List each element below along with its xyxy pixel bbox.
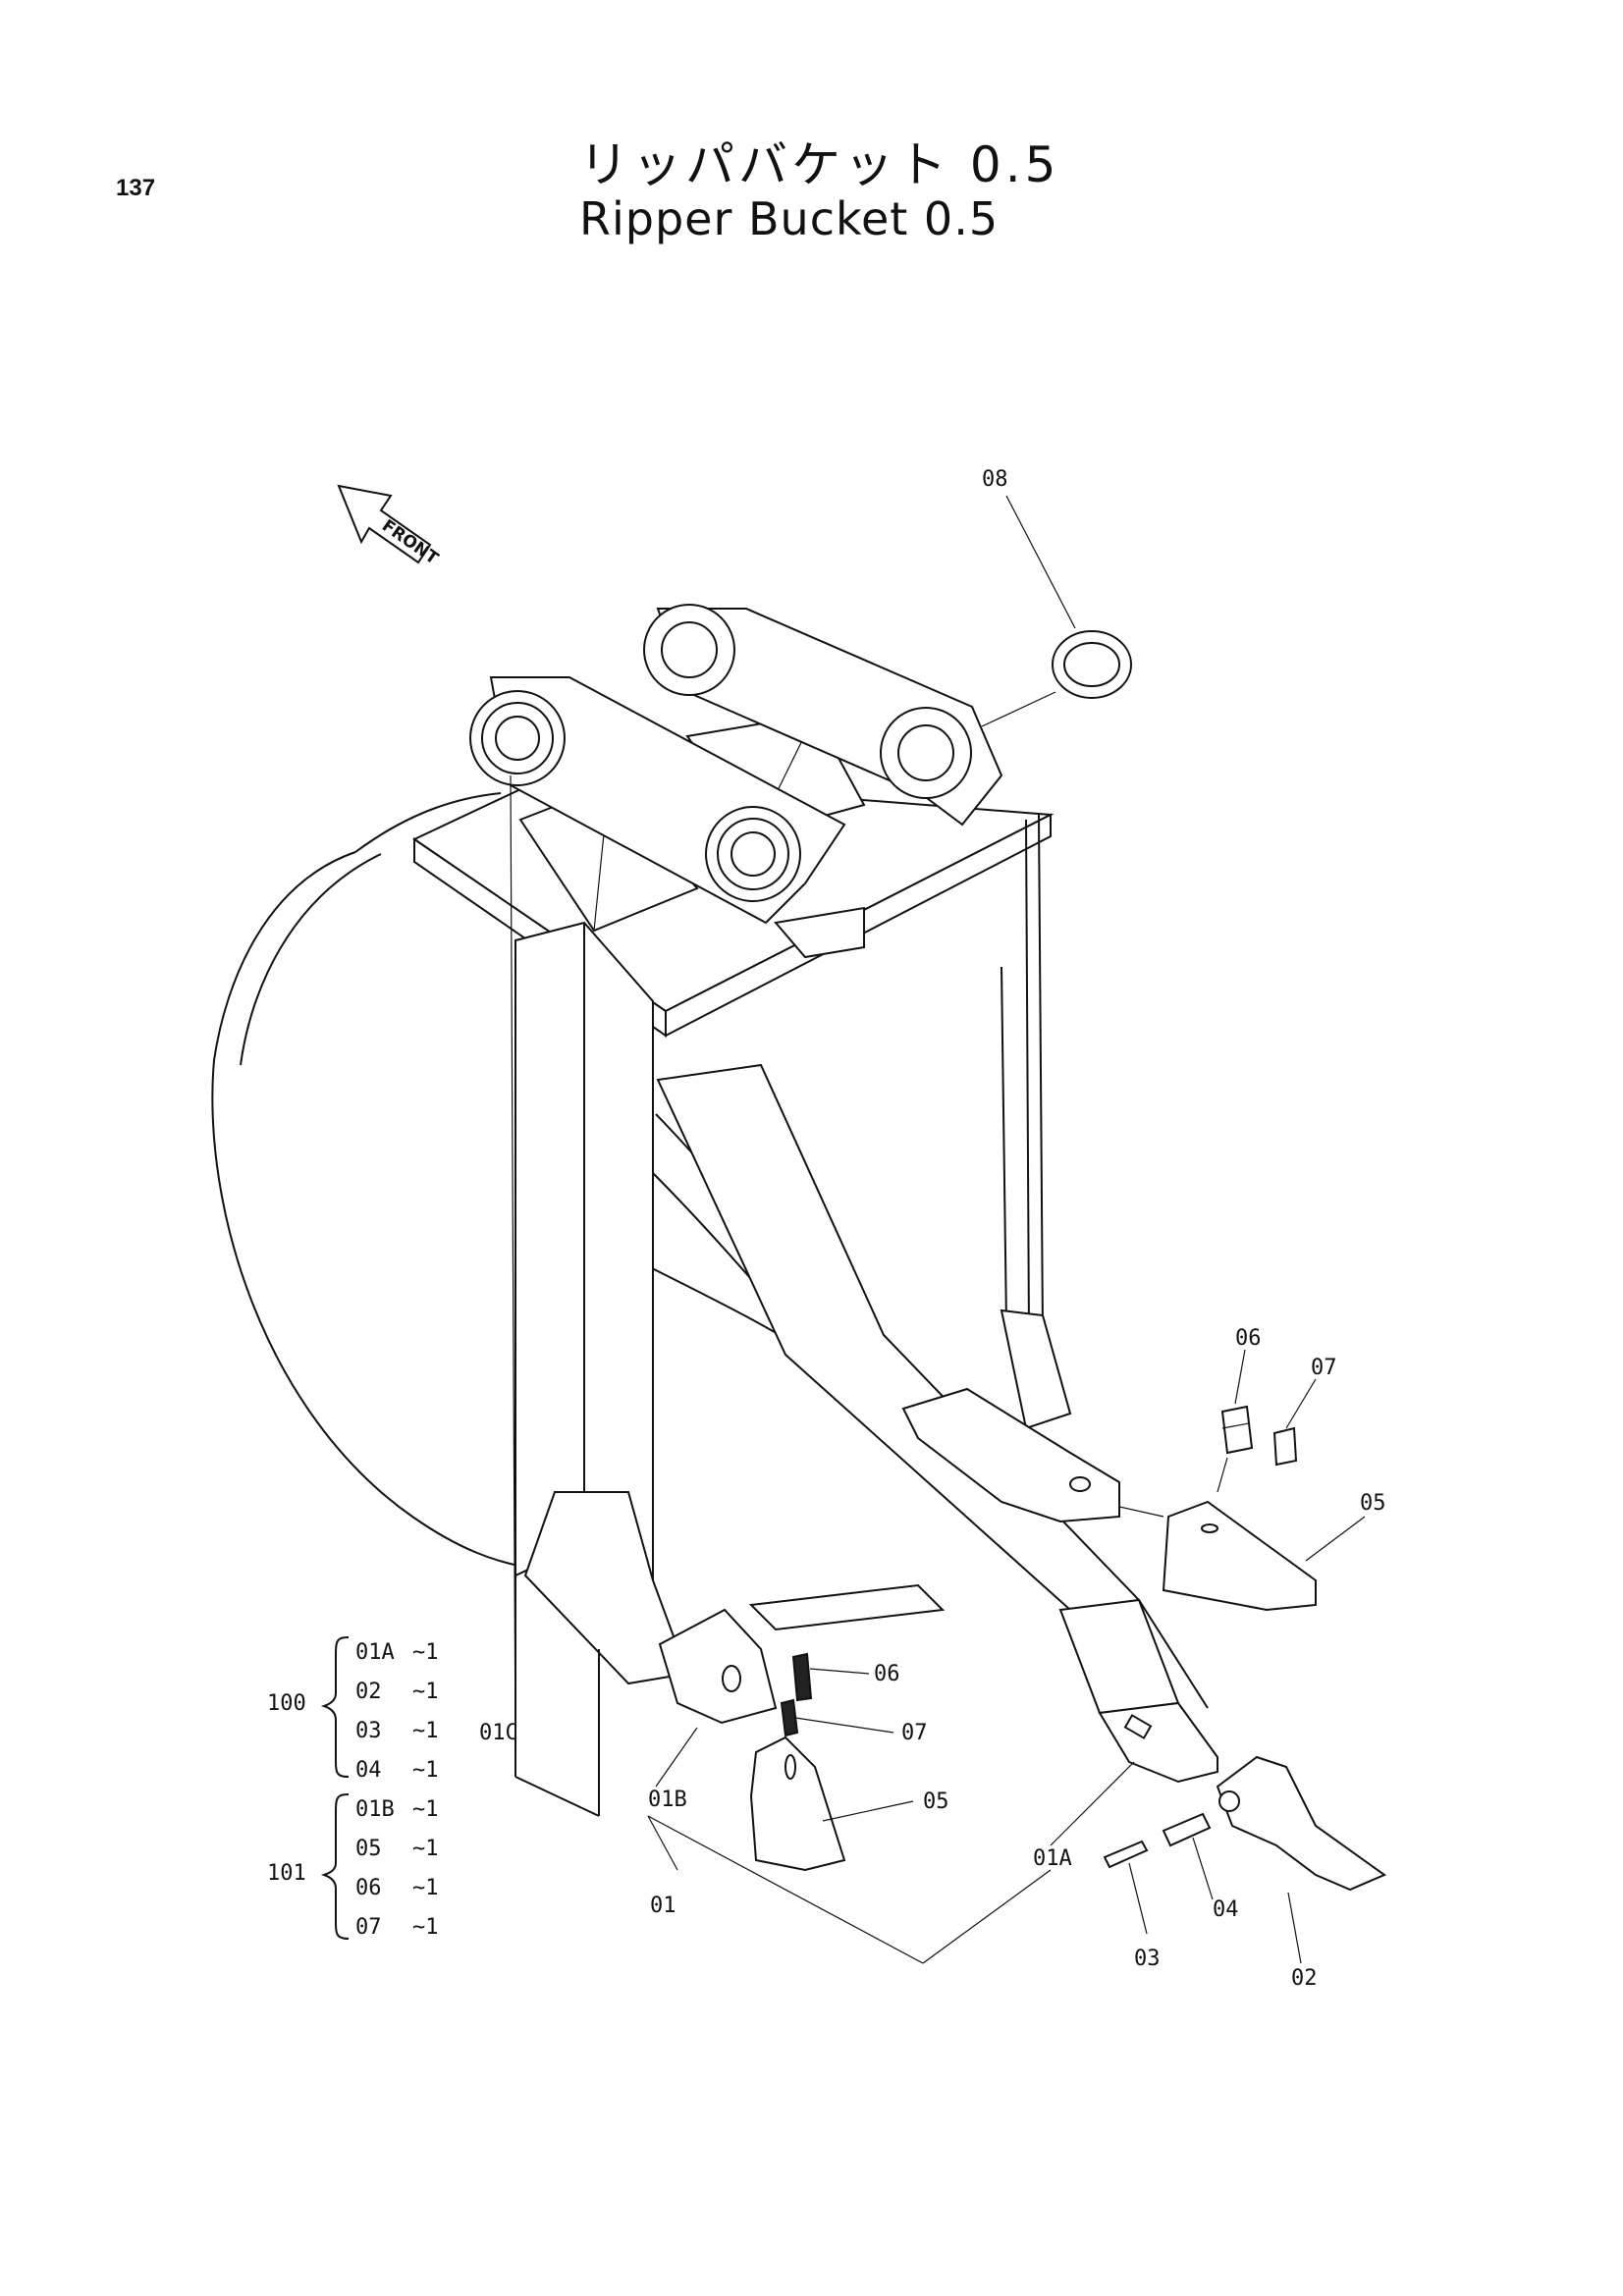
assembly-part: 05 xyxy=(355,1837,382,1861)
page-title-japanese: リッパバケット 0.5 xyxy=(579,136,1060,193)
side-shank-right xyxy=(1000,814,1072,1430)
assembly-qty: ~1 xyxy=(412,1680,439,1704)
adapter-right xyxy=(901,1387,1120,1523)
assembly-part: 01A xyxy=(355,1640,395,1665)
bushing-08 xyxy=(1052,630,1132,699)
lock-07-right xyxy=(1272,1426,1298,1467)
pin-06-right xyxy=(1220,1405,1254,1455)
assembly-part: 06 xyxy=(355,1876,382,1900)
callout-07-right: 07 xyxy=(1311,1356,1337,1380)
callout-04: 04 xyxy=(1213,1897,1239,1922)
side-shank-left xyxy=(514,921,689,1685)
tooth-05-right xyxy=(1162,1500,1317,1612)
assembly-qty: ~1 xyxy=(412,1915,439,1940)
assembly-qty: ~1 xyxy=(412,1837,439,1861)
assembly-part: 01B xyxy=(355,1797,395,1822)
right-mounting-bracket xyxy=(643,604,1003,827)
retainer-04 xyxy=(1162,1812,1212,1847)
callout-06-left: 06 xyxy=(874,1662,900,1686)
front-arrow-label: FRONT xyxy=(378,516,442,569)
callout-01c: 01C xyxy=(479,1721,518,1745)
callout-07-left: 07 xyxy=(901,1721,928,1745)
assembly-qty: ~1 xyxy=(412,1797,439,1822)
lock-07-left xyxy=(780,1698,799,1737)
assembly-number: 100 xyxy=(267,1691,306,1716)
pin-06-left xyxy=(791,1652,813,1702)
page-number: 137 xyxy=(116,175,156,201)
assembly-part: 03 xyxy=(355,1719,382,1743)
assembly-part: 04 xyxy=(355,1758,382,1783)
tooth-02 xyxy=(1216,1755,1387,1892)
tooth-05-left xyxy=(749,1735,846,1872)
callout-02: 02 xyxy=(1291,1966,1318,1991)
assembly-qty: ~1 xyxy=(412,1758,439,1783)
center-ripper-shank xyxy=(656,1063,1209,1715)
assembly-qty: ~1 xyxy=(412,1719,439,1743)
leader-lines xyxy=(510,495,1366,1964)
adapter-01a xyxy=(1098,1701,1218,1784)
left-mounting-bracket xyxy=(469,676,846,925)
callout-08: 08 xyxy=(982,467,1008,492)
callout-05-right: 05 xyxy=(1360,1491,1386,1516)
callout-06-right: 06 xyxy=(1235,1326,1262,1351)
assembly-part: 07 xyxy=(355,1915,382,1940)
assembly-number: 101 xyxy=(267,1861,306,1886)
assembly-qty: ~1 xyxy=(412,1640,439,1665)
assembly-legend-100: 100 01A ~1 02 ~1 03 ~1 04 ~1 xyxy=(267,1636,439,1783)
callout-01: 01 xyxy=(650,1894,676,1918)
assembly-part: 02 xyxy=(355,1680,382,1704)
front-arrow-icon: FRONT xyxy=(337,484,442,569)
pin-03 xyxy=(1103,1840,1149,1869)
page-title-english: Ripper Bucket 0.5 xyxy=(579,192,1000,245)
callout-01b: 01B xyxy=(648,1788,687,1812)
assembly-qty: ~1 xyxy=(412,1876,439,1900)
callout-01a: 01A xyxy=(1033,1846,1072,1871)
adapter-01b xyxy=(658,1608,778,1725)
assembly-legend-101: 101 01B ~1 05 ~1 06 ~1 07 ~1 xyxy=(267,1793,439,1940)
callout-03: 03 xyxy=(1134,1947,1161,1971)
callout-05-left: 05 xyxy=(923,1789,949,1814)
